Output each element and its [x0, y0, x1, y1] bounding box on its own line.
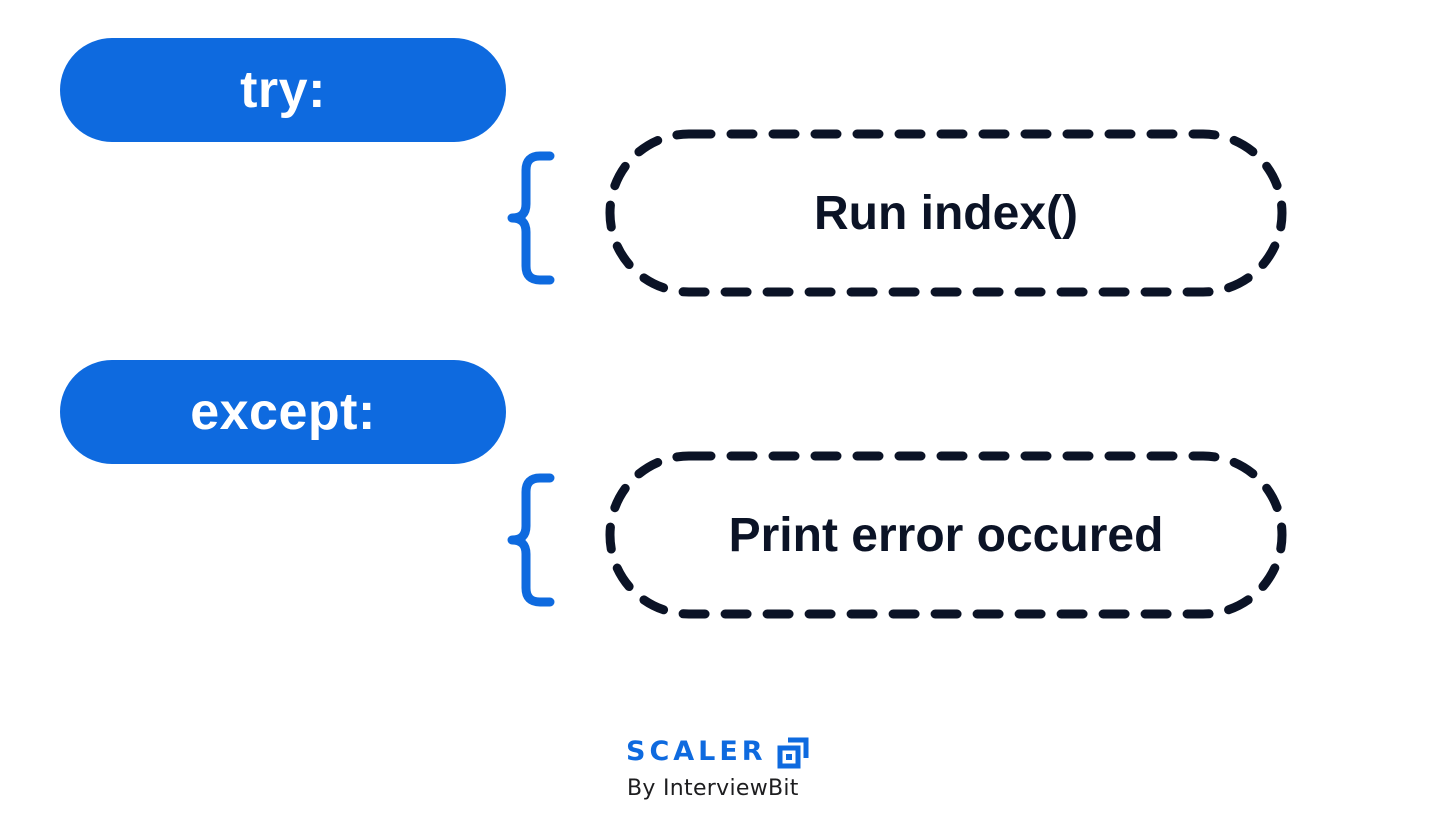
except-keyword-label: except:: [190, 383, 376, 441]
brand-tagline: By InterviewBit: [627, 776, 799, 801]
except-action-box: Print error occured: [604, 450, 1288, 620]
dashed-outline-icon: [605, 129, 1287, 297]
scaler-logo-icon: [777, 737, 809, 769]
try-action-box: Run index(): [604, 128, 1288, 298]
brand-logo: SCALER By InterviewBit: [626, 734, 826, 806]
try-keyword-pill: try:: [60, 38, 506, 142]
curly-brace-icon: [507, 473, 555, 607]
try-keyword-label: try:: [240, 61, 326, 119]
dashed-outline-icon: [605, 451, 1287, 619]
curly-brace-icon: [507, 151, 555, 285]
except-action-label: Print error occured: [728, 508, 1164, 562]
except-keyword-pill: except:: [60, 360, 506, 464]
try-action-label: Run index(): [814, 186, 1078, 240]
brand-name: SCALER: [626, 736, 767, 767]
